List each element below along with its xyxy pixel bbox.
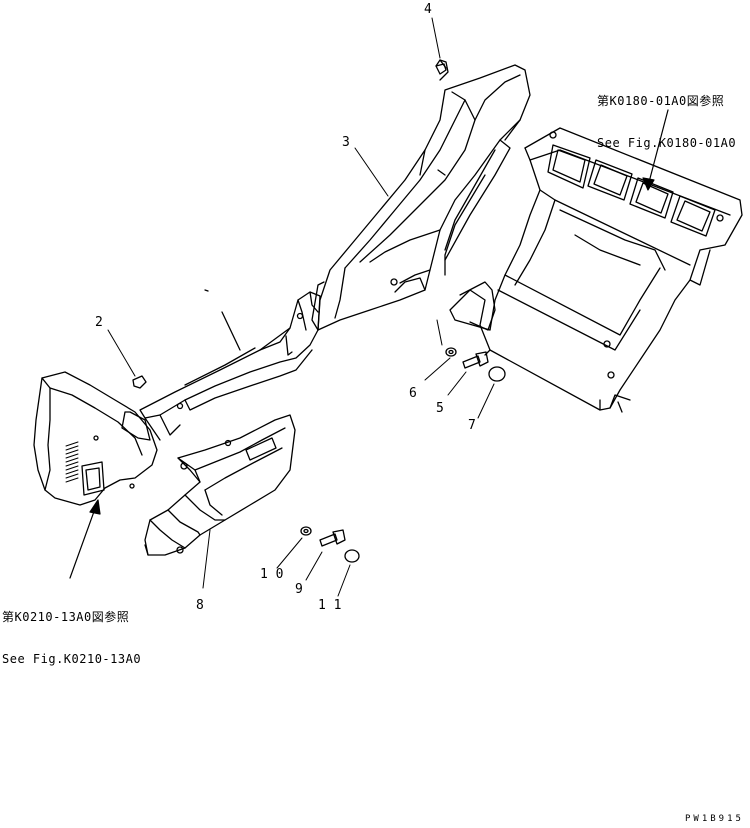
part-8-lower-cover bbox=[144, 414, 296, 556]
reference-note-bottom-left: 第K0210-13A0図参照 See Fig.K0210-13A0 bbox=[2, 582, 141, 680]
part-9-bolt bbox=[319, 533, 338, 547]
reference-note-top-right-ja: 第K0180-01A0図参照 bbox=[597, 94, 725, 108]
callout-10: 1 0 bbox=[260, 567, 284, 582]
callout-3: 3 bbox=[342, 135, 350, 150]
part-11-cap bbox=[344, 549, 360, 563]
part-4-clip bbox=[435, 63, 447, 75]
part-2-sill-trim bbox=[139, 289, 321, 441]
part-3-pillar-trim bbox=[311, 59, 531, 331]
hardware-parts bbox=[132, 63, 506, 563]
reference-note-top-right-en: See Fig.K0180-01A0 bbox=[597, 136, 737, 150]
reference-note-bottom-left-ja: 第K0210-13A0図参照 bbox=[2, 610, 130, 624]
reference-note-bottom-left-en: See Fig.K0210-13A0 bbox=[2, 652, 142, 666]
part-6-washer bbox=[445, 347, 457, 357]
callout-7: 7 bbox=[468, 418, 476, 433]
leader-lines bbox=[107, 17, 495, 597]
callout-2: 2 bbox=[95, 315, 103, 330]
reference-arrow-top-right bbox=[642, 109, 669, 191]
reference-arrow-bottom-left bbox=[69, 499, 101, 579]
callout-9: 9 bbox=[295, 582, 303, 597]
part-2-clip bbox=[132, 375, 147, 389]
reference-note-top-right: 第K0180-01A0図参照 See Fig.K0180-01A0 bbox=[597, 66, 736, 164]
callout-11: 1 1 bbox=[318, 598, 342, 613]
part-5-bolt bbox=[462, 355, 481, 369]
callout-8: 8 bbox=[196, 598, 204, 613]
part-10-washer bbox=[300, 526, 312, 536]
drawing-code: PW1B915 bbox=[685, 814, 744, 824]
callout-6: 6 bbox=[409, 386, 417, 401]
callout-4: 4 bbox=[424, 2, 432, 17]
callout-5: 5 bbox=[436, 401, 444, 416]
left-corner-piece bbox=[33, 371, 158, 506]
right-console-frame bbox=[449, 127, 743, 413]
part-7-cap bbox=[488, 366, 506, 382]
